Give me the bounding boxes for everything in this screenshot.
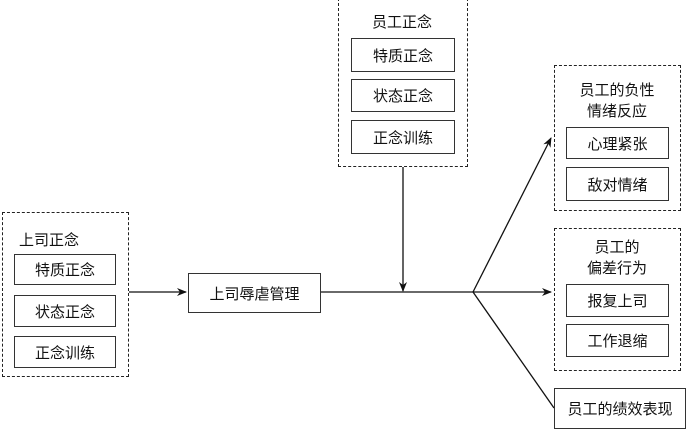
retaliation-against-supervisor: 报复上司 (566, 284, 669, 317)
supervisor-mindfulness-group (2, 212, 129, 377)
deviant-behavior-title-line1: 员工的 (594, 238, 640, 256)
negative-emotion-group (554, 65, 681, 211)
employee-trait-mindfulness: 特质正念 (351, 38, 455, 72)
deviant-behavior-group (554, 228, 681, 371)
supervisor-state-mindfulness: 状态正念 (14, 295, 116, 327)
arrow-to-negative-emotion (472, 137, 552, 293)
line-to-performance (472, 291, 555, 409)
employee-mindfulness-training: 正念训练 (351, 120, 455, 154)
negative-emotion-title-line1: 员工的负性 (579, 81, 655, 99)
abusive-supervision-box: 上司辱虐管理 (188, 273, 321, 313)
employee-state-mindfulness: 状态正念 (351, 79, 455, 112)
supervisor-mindfulness-training: 正念训练 (14, 336, 116, 368)
supervisor-mindfulness-title: 上司正念 (18, 231, 79, 249)
employee-performance-box: 员工的绩效表现 (554, 388, 686, 429)
deviant-behavior-title-line2: 偏差行为 (586, 259, 647, 277)
employee-mindfulness-group (338, 0, 468, 167)
psychological-strain: 心理紧张 (566, 127, 669, 159)
hostility: 敌对情绪 (566, 167, 669, 201)
employee-mindfulness-title: 员工正念 (371, 13, 432, 31)
negative-emotion-title-line2: 情绪反应 (586, 102, 647, 120)
work-withdrawal: 工作退缩 (566, 324, 669, 357)
supervisor-trait-mindfulness: 特质正念 (14, 254, 116, 285)
